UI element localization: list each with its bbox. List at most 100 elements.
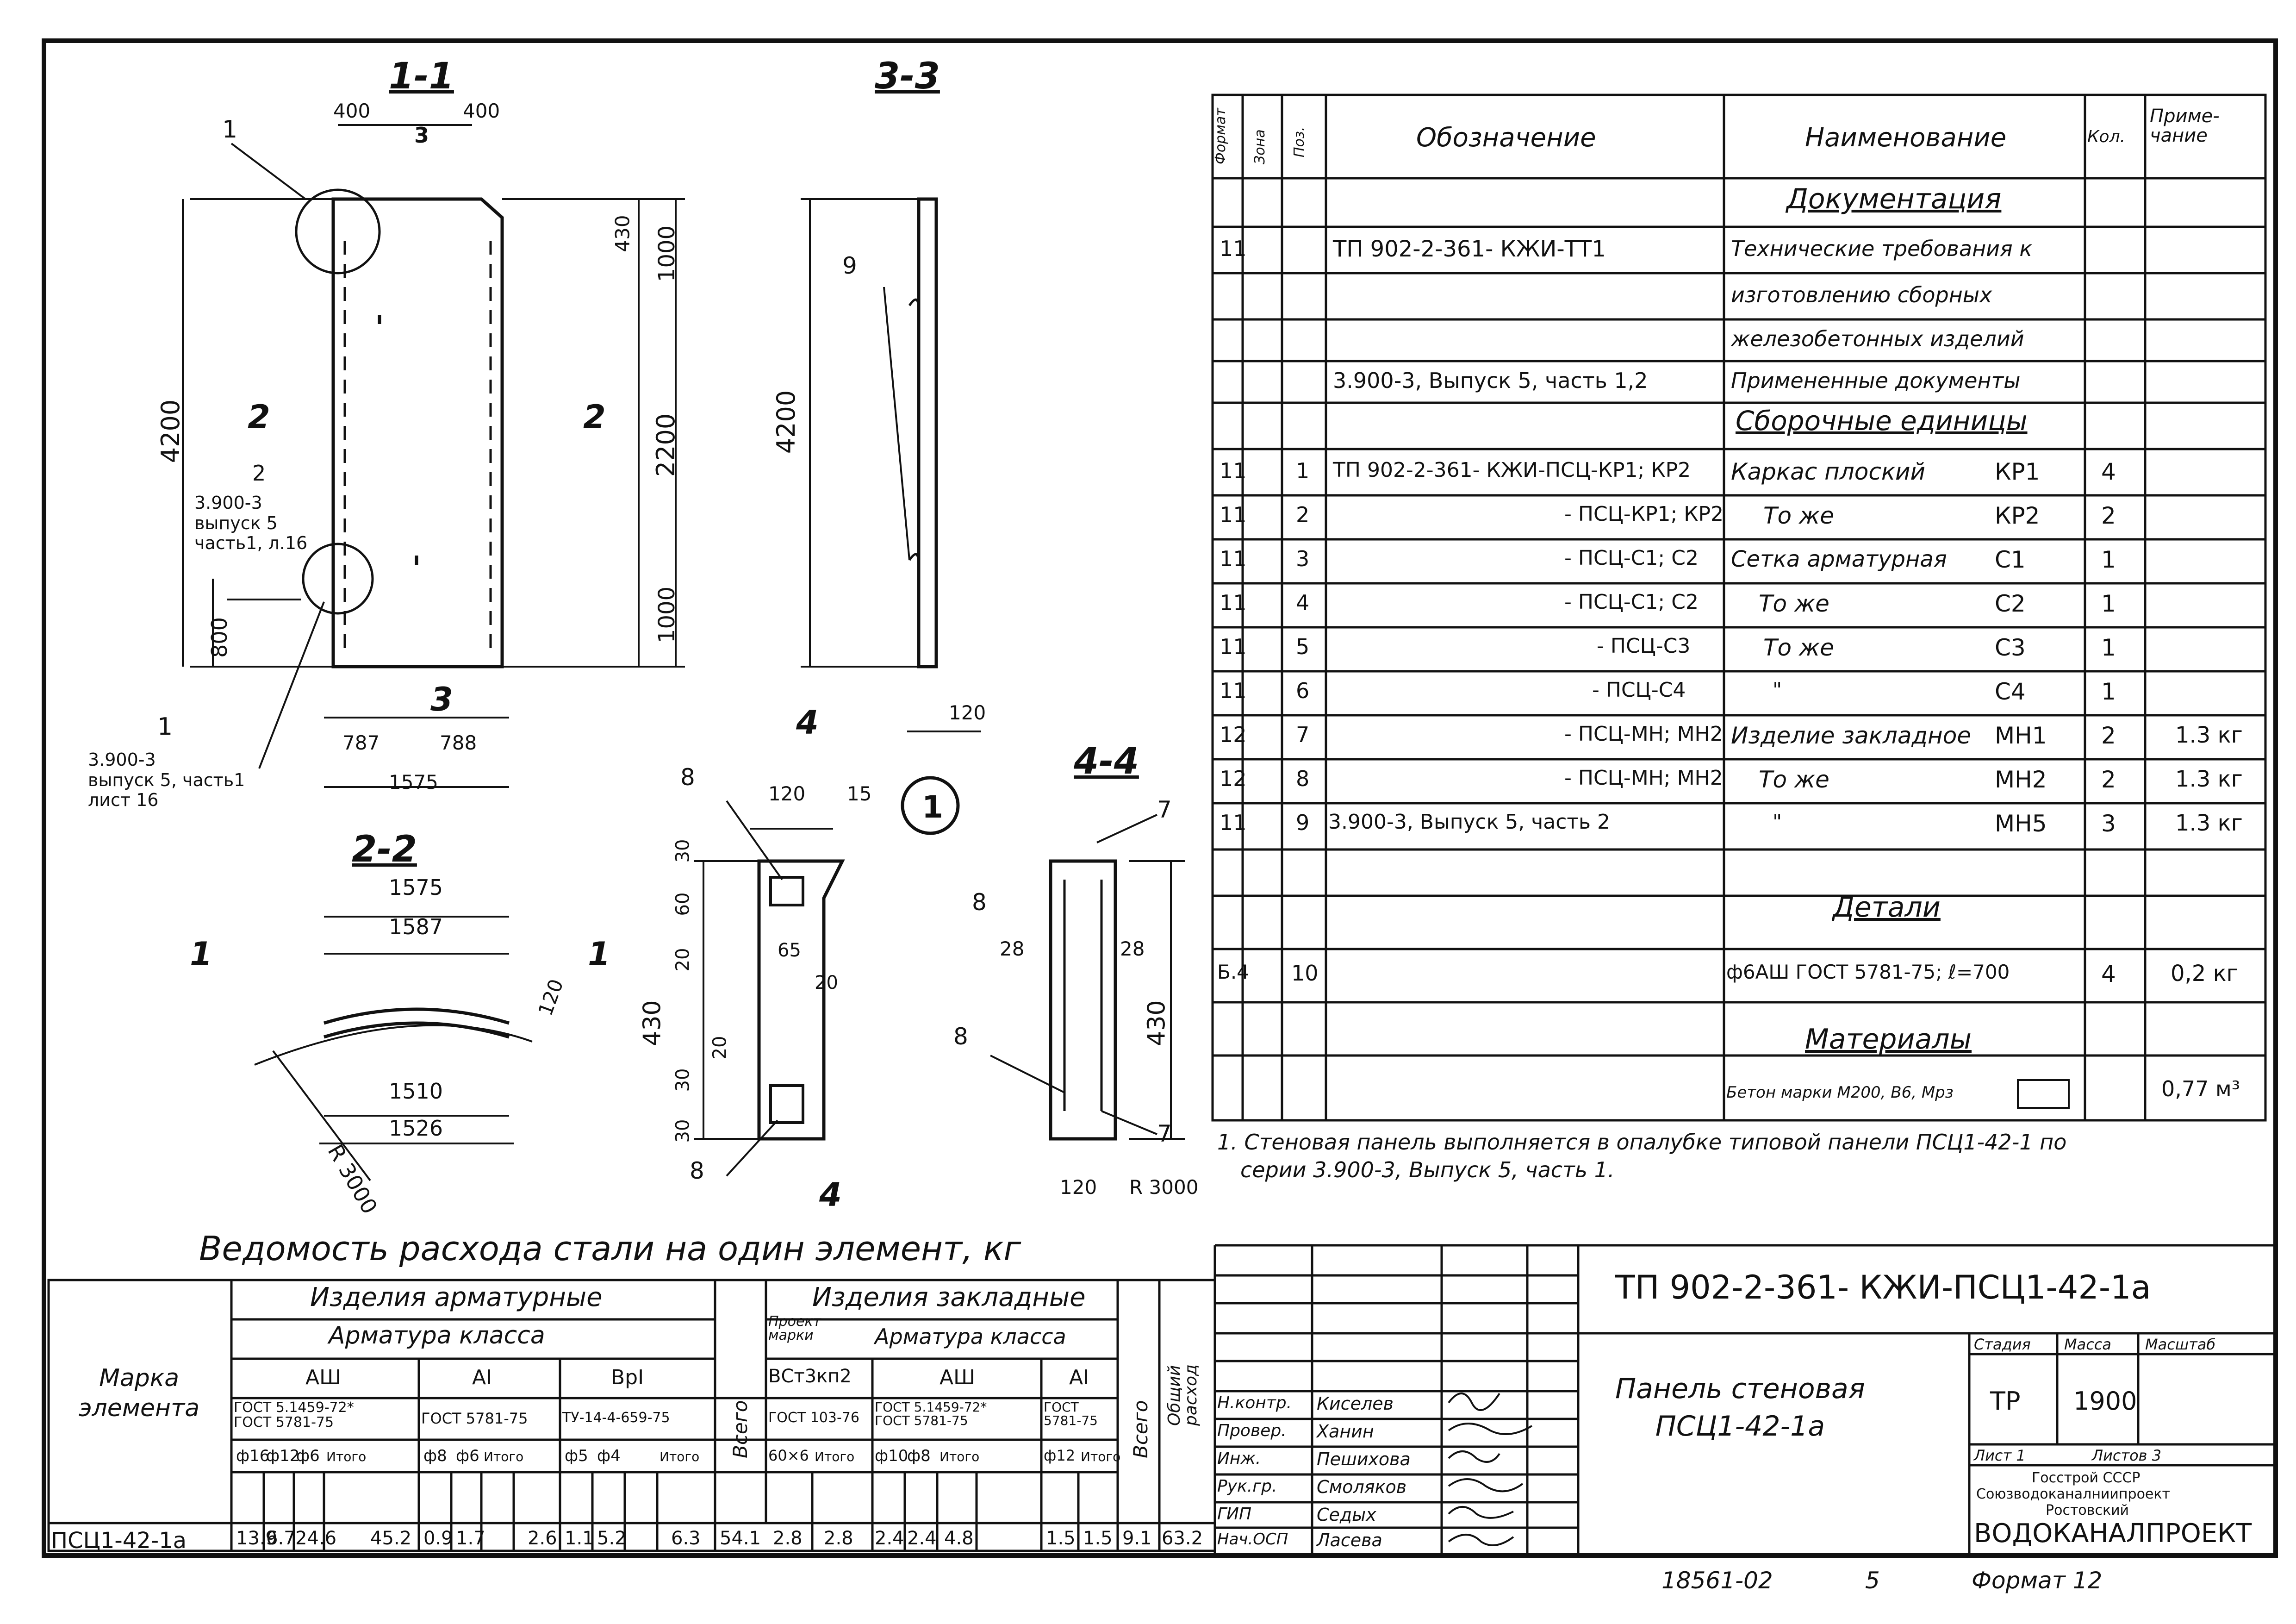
section-title-4-4: 4-4 xyxy=(1074,741,1139,782)
steel-col-header: ф10 xyxy=(875,1447,908,1465)
spec-row-designation: - ПСЦ-С3 xyxy=(1597,634,1691,658)
spec-row-pos: 3 xyxy=(1296,546,1310,571)
dim-788: 788 xyxy=(440,731,477,754)
steel-value: 6.3 xyxy=(671,1528,701,1549)
steel-group-rebar: Изделия арматурные xyxy=(310,1282,603,1312)
stamp-name: Смоляков xyxy=(1317,1477,1407,1497)
spec-row-format: 12 xyxy=(1220,722,1247,747)
steel-col-header: Итого xyxy=(484,1449,524,1464)
steel-value: 9.1 xyxy=(1122,1528,1152,1549)
callout-1-bottom: 1 xyxy=(157,713,173,741)
dim-400-right: 400 xyxy=(463,100,500,122)
spec-row-name: То же xyxy=(1759,766,1829,793)
footer-page: 5 xyxy=(1865,1567,1880,1594)
spec-row-mark: МН5 xyxy=(1995,810,2047,837)
cut-marker-2-right: 2 xyxy=(583,398,606,436)
steel-gost-bp: ТУ-14-4-659-75 xyxy=(562,1410,670,1426)
steel-col-header: Итого xyxy=(326,1449,367,1464)
view-3-3 xyxy=(801,197,981,732)
steel-proj-mark: Проект марки xyxy=(768,1313,821,1343)
spec-row-name: ф6АШ ГОСТ 5781-75; ℓ=700 xyxy=(1726,961,2010,983)
dim-120-side: 120 xyxy=(949,701,986,724)
steel-value: 2.4 xyxy=(907,1528,937,1549)
stamp-role: Инж. xyxy=(1217,1449,1261,1468)
spec-header-name: Наименование xyxy=(1805,123,2007,153)
stamp-org-1: Госстрой СССР xyxy=(2032,1470,2140,1486)
cut-marker-3: 3 xyxy=(430,681,453,718)
spec-row-pos: 2 xyxy=(1296,502,1310,527)
steel-value: 1.5 xyxy=(1046,1528,1076,1549)
spec-row-designation: ТП 902-2-361- КЖИ-ПСЦ-КР1; КР2 xyxy=(1333,458,1691,482)
dim-28-right: 28 xyxy=(1120,937,1145,960)
steel-value: 5.2 xyxy=(597,1528,627,1549)
spec-row-format: 11 xyxy=(1220,546,1247,571)
stamp-org-4: ВОДОКАНАЛПРОЕКТ xyxy=(1974,1518,2252,1549)
spec-row-qty: 1 xyxy=(2101,546,2116,573)
steel-class-bp1: ВрI xyxy=(611,1366,644,1389)
steel-value: 2.4 xyxy=(875,1528,904,1549)
spec-row-mark: С3 xyxy=(1995,634,2026,661)
cut-marker-2-left: 2 xyxy=(248,398,270,436)
spec-row-note: 0,2 кг xyxy=(2171,961,2238,987)
steel-value: 4.8 xyxy=(944,1528,974,1549)
spec-row-name: железобетонных изделий xyxy=(1731,326,2024,351)
steel-col-header: Итого xyxy=(660,1449,700,1464)
spec-row-pos: 8 xyxy=(1296,766,1310,791)
spec-row-mark: КР2 xyxy=(1995,502,2040,529)
spec-row-name: Технические требования к xyxy=(1731,236,2033,261)
callout-1-top: 1 xyxy=(222,116,238,144)
spec-row-designation: - ПСЦ-МН; МН2 xyxy=(1564,722,1723,746)
spec-row-name: Каркас плоский xyxy=(1731,458,1926,485)
spec-row-qty: 3 xyxy=(2101,810,2116,837)
spec-row-pos: 4 xyxy=(1296,590,1310,615)
stamp-code: ТП 902-2-361- КЖИ-ПСЦ1-42-1а xyxy=(1615,1268,2151,1306)
stamp-scale-header: Масштаб xyxy=(2145,1336,2216,1353)
view-1-1 xyxy=(182,124,685,788)
footer-format: Формат 12 xyxy=(1972,1567,2103,1594)
spec-row-qty: 2 xyxy=(2101,766,2116,793)
spec-row-format: 12 xyxy=(1220,766,1247,791)
spec-row-name: То же xyxy=(1763,634,1834,661)
spec-row-pos: 1 xyxy=(1296,458,1310,483)
steel-value: 1.1 xyxy=(565,1528,594,1549)
stamp-name: Ханин xyxy=(1317,1421,1374,1442)
spec-row-name: " xyxy=(1773,810,1782,834)
steel-value: 0.9 xyxy=(423,1528,453,1549)
steel-col-header: ф6 xyxy=(296,1447,320,1465)
spec-row-designation: 3.900-3, Выпуск 5, часть 1,2 xyxy=(1333,368,1648,393)
steel-rebar-class: Арматура класса xyxy=(329,1322,545,1349)
steel-col-header: ф12 xyxy=(266,1447,300,1465)
callout-2: 2 xyxy=(252,461,266,486)
spec-section-units: Сборочные единицы xyxy=(1736,405,2028,437)
spec-row-qty: 2 xyxy=(2101,502,2116,529)
stamp-sheets: Листов 3 xyxy=(2092,1447,2162,1464)
dim-1510: 1510 xyxy=(389,1079,443,1104)
spec-row-format: 11 xyxy=(1220,634,1247,659)
stamp-role: Н.контр. xyxy=(1217,1393,1292,1412)
spec-row-mark: С1 xyxy=(1995,546,2026,573)
spec-row-name: То же xyxy=(1759,590,1829,617)
steel-col-header: ф8 xyxy=(907,1447,931,1465)
spec-row-designation: - ПСЦ-МН; МН2 xyxy=(1564,766,1723,790)
signature-4 xyxy=(1448,1478,1524,1493)
steel-value: 6.7 xyxy=(266,1528,296,1549)
spec-row-pos: 6 xyxy=(1296,678,1310,703)
stamp-stage-header: Стадия xyxy=(1974,1336,2031,1353)
spec-row-pos: 7 xyxy=(1296,722,1310,747)
steel-gost-vst: ГОСТ 103-76 xyxy=(768,1410,859,1426)
cut-marker-1-left: 1 xyxy=(190,935,212,973)
spec-row-note: 0,77 м³ xyxy=(2161,1076,2240,1101)
stamp-role: Рук.гр. xyxy=(1217,1477,1277,1496)
dim-65: 65 xyxy=(778,940,801,961)
spec-row-qty: 4 xyxy=(2101,458,2116,485)
spec-row-note: 1.3 кг xyxy=(2175,722,2243,748)
steel-gost-ea1: ГОСТ 5781-75 xyxy=(1044,1399,1098,1429)
spec-row-designation: 3.900-3, Выпуск 5, часть 2 xyxy=(1328,810,1610,834)
dim-120-44: 120 xyxy=(1060,1176,1097,1199)
spec-header-designation: Обозначение xyxy=(1416,123,1596,153)
cut-marker-4-top: 4 xyxy=(796,704,819,742)
cut-marker-1-right: 1 xyxy=(588,935,610,973)
steel-col-header: Итого xyxy=(940,1449,980,1464)
stamp-grid xyxy=(1213,1244,2275,1555)
circle-marker xyxy=(901,776,960,835)
